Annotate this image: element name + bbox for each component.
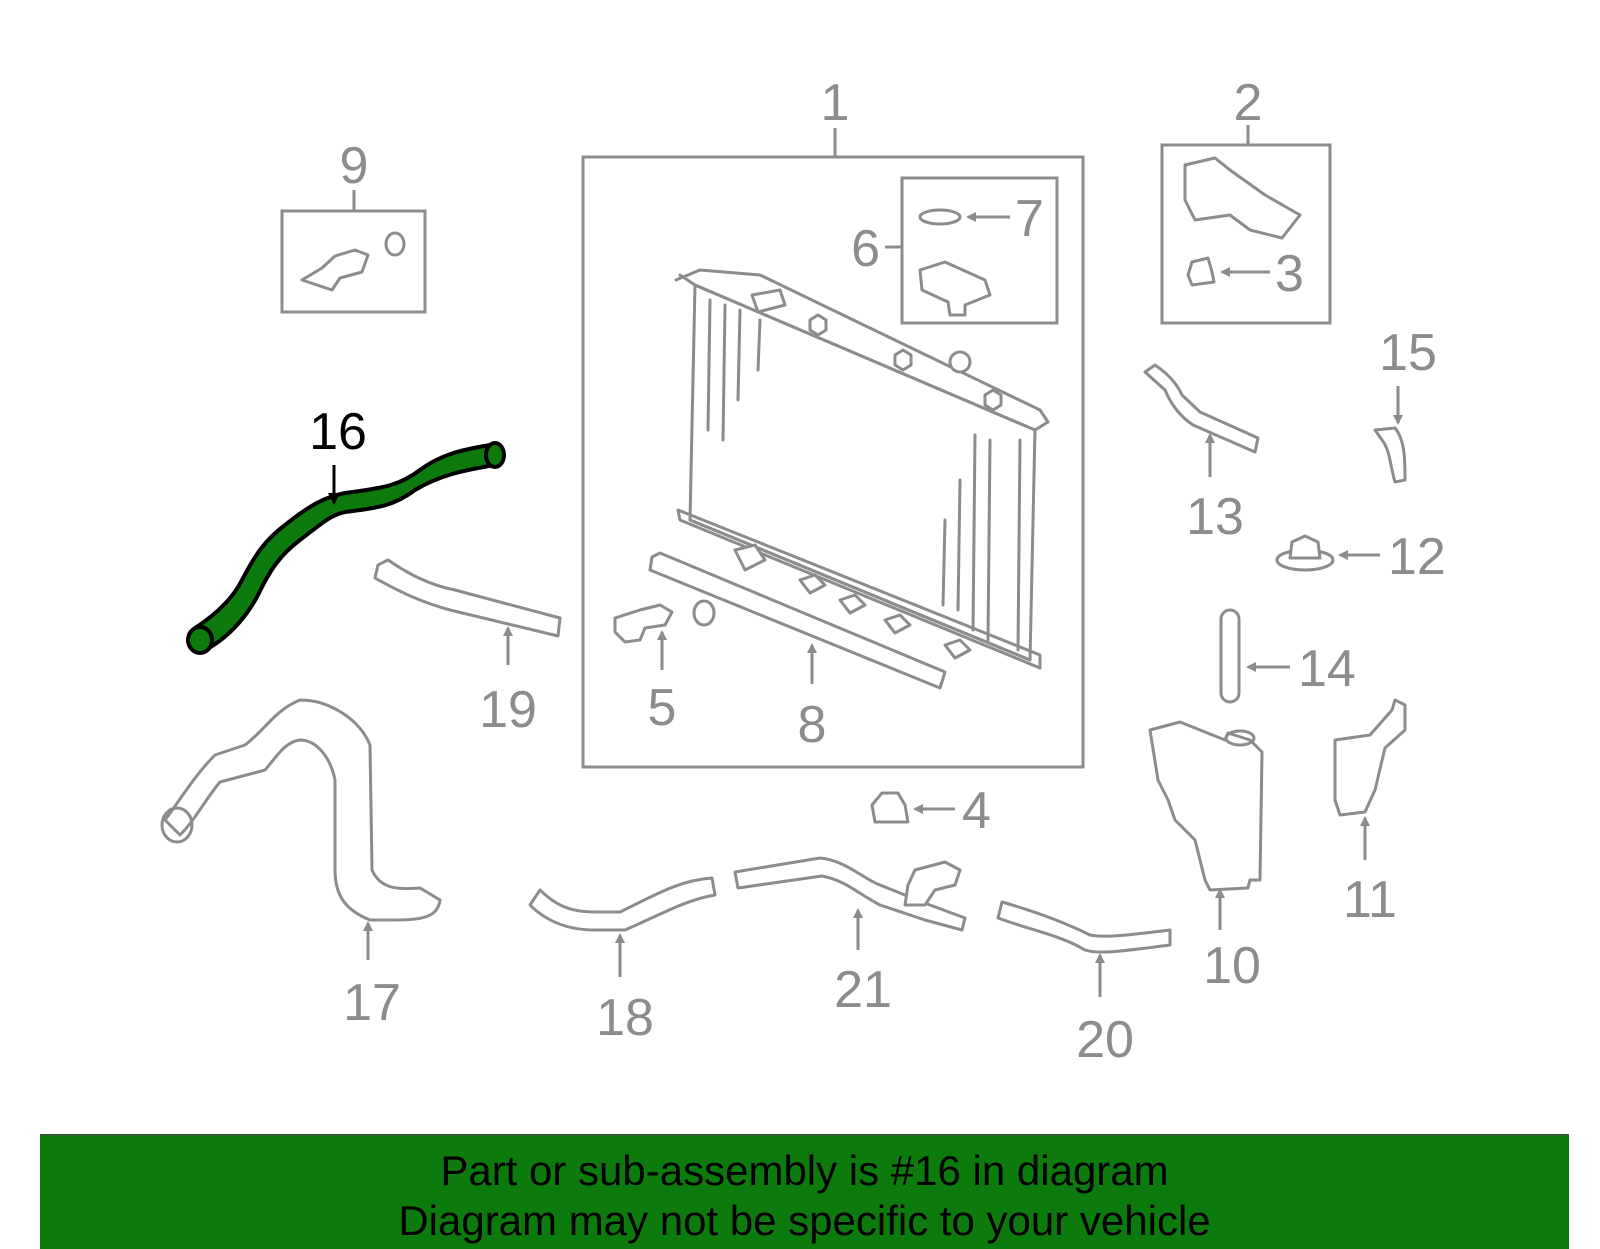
hose-17-group[interactable]: 17 [160, 698, 442, 1032]
banner-line-2: Diagram may not be specific to your vehi… [398, 1197, 1211, 1244]
radiator-cap-6 [918, 260, 992, 317]
mount-4-group[interactable]: 4 [870, 782, 991, 840]
callout-17[interactable]: 17 [343, 974, 401, 1032]
callout-11[interactable]: 11 [1343, 871, 1397, 929]
hose-20 [996, 900, 1172, 954]
radiator-core [674, 268, 1050, 670]
cushion-strip-8 [648, 551, 947, 690]
coolant-reservoir-10 [1148, 720, 1264, 892]
callout-9[interactable]: 9 [340, 137, 369, 195]
hose-14 [1219, 608, 1241, 704]
reservoir-10-group[interactable]: 10 [1148, 720, 1264, 995]
callout-18[interactable]: 18 [596, 989, 654, 1047]
upper-radiator-hose-16[interactable] [193, 443, 497, 652]
hose-21 [733, 856, 967, 932]
hose-20-group[interactable]: 20 [996, 900, 1172, 1069]
callout-3[interactable]: 3 [1275, 245, 1304, 303]
callout-21[interactable]: 21 [834, 961, 892, 1019]
sensor-group[interactable]: 9 [280, 137, 427, 314]
callout-1[interactable]: 1 [821, 74, 850, 132]
hose-16-end [186, 625, 214, 655]
hose-19 [373, 558, 562, 638]
hose-15-group[interactable]: 15 [1373, 324, 1437, 484]
air-guide-2 [1183, 156, 1302, 240]
upper-hose-16-group[interactable]: 16 [186, 403, 506, 655]
clip-3 [1186, 256, 1216, 287]
hose-13 [1143, 363, 1260, 454]
cap-sub-box [900, 176, 1059, 325]
bracket-11-group[interactable]: 11 [1333, 698, 1407, 929]
hose-13-group[interactable]: 13 [1143, 363, 1260, 546]
fan-switch-9 [300, 248, 370, 292]
hose-21-bracket [903, 860, 962, 907]
callout-14[interactable]: 14 [1298, 640, 1356, 698]
reservoir-cap [1224, 729, 1256, 747]
hose-14-group[interactable]: 14 [1219, 608, 1356, 704]
callout-15[interactable]: 15 [1379, 324, 1437, 382]
callout-12[interactable]: 12 [1388, 528, 1446, 586]
callout-7[interactable]: 7 [1015, 190, 1044, 248]
hose-17-end [160, 806, 194, 844]
hose-15 [1373, 426, 1407, 484]
callout-6[interactable]: 6 [851, 220, 880, 278]
callout-4[interactable]: 4 [962, 782, 991, 840]
hose-19-group[interactable]: 19 [373, 558, 562, 739]
callout-20[interactable]: 20 [1076, 1011, 1134, 1069]
hose-18-group[interactable]: 18 [528, 876, 717, 1047]
banner-line-1: Part or sub-assembly is #16 in diagram [440, 1147, 1169, 1194]
callout-8[interactable]: 8 [798, 696, 827, 754]
mount-4 [870, 791, 910, 824]
lower-radiator-hose-17 [163, 698, 442, 922]
drain-plug-washer [692, 599, 716, 627]
callout-19[interactable]: 19 [479, 681, 537, 739]
callout-13[interactable]: 13 [1186, 488, 1244, 546]
callout-2[interactable]: 2 [1234, 74, 1263, 132]
cap-12-group[interactable]: 12 [1275, 528, 1446, 586]
cap-12 [1288, 534, 1322, 560]
radiator-frame-box [581, 155, 1085, 769]
air-guide-box [1160, 143, 1332, 325]
air-guide-group[interactable]: 2 3 [1160, 74, 1332, 325]
sensor-washer [384, 231, 406, 257]
callout-5[interactable]: 5 [648, 679, 677, 737]
hose-21-group[interactable]: 21 [733, 856, 967, 1019]
callout-16[interactable]: 16 [309, 403, 367, 461]
info-banner: Part or sub-assembly is #16 in diagram D… [40, 1134, 1569, 1249]
radiator-group[interactable]: 1 [581, 74, 1085, 769]
hose-18 [528, 876, 717, 932]
reservoir-bracket-11 [1333, 698, 1407, 817]
hose-16-end-2 [484, 441, 506, 469]
drain-plug-5 [613, 603, 674, 644]
callout-10[interactable]: 10 [1203, 937, 1261, 995]
o-ring-7 [918, 208, 962, 226]
